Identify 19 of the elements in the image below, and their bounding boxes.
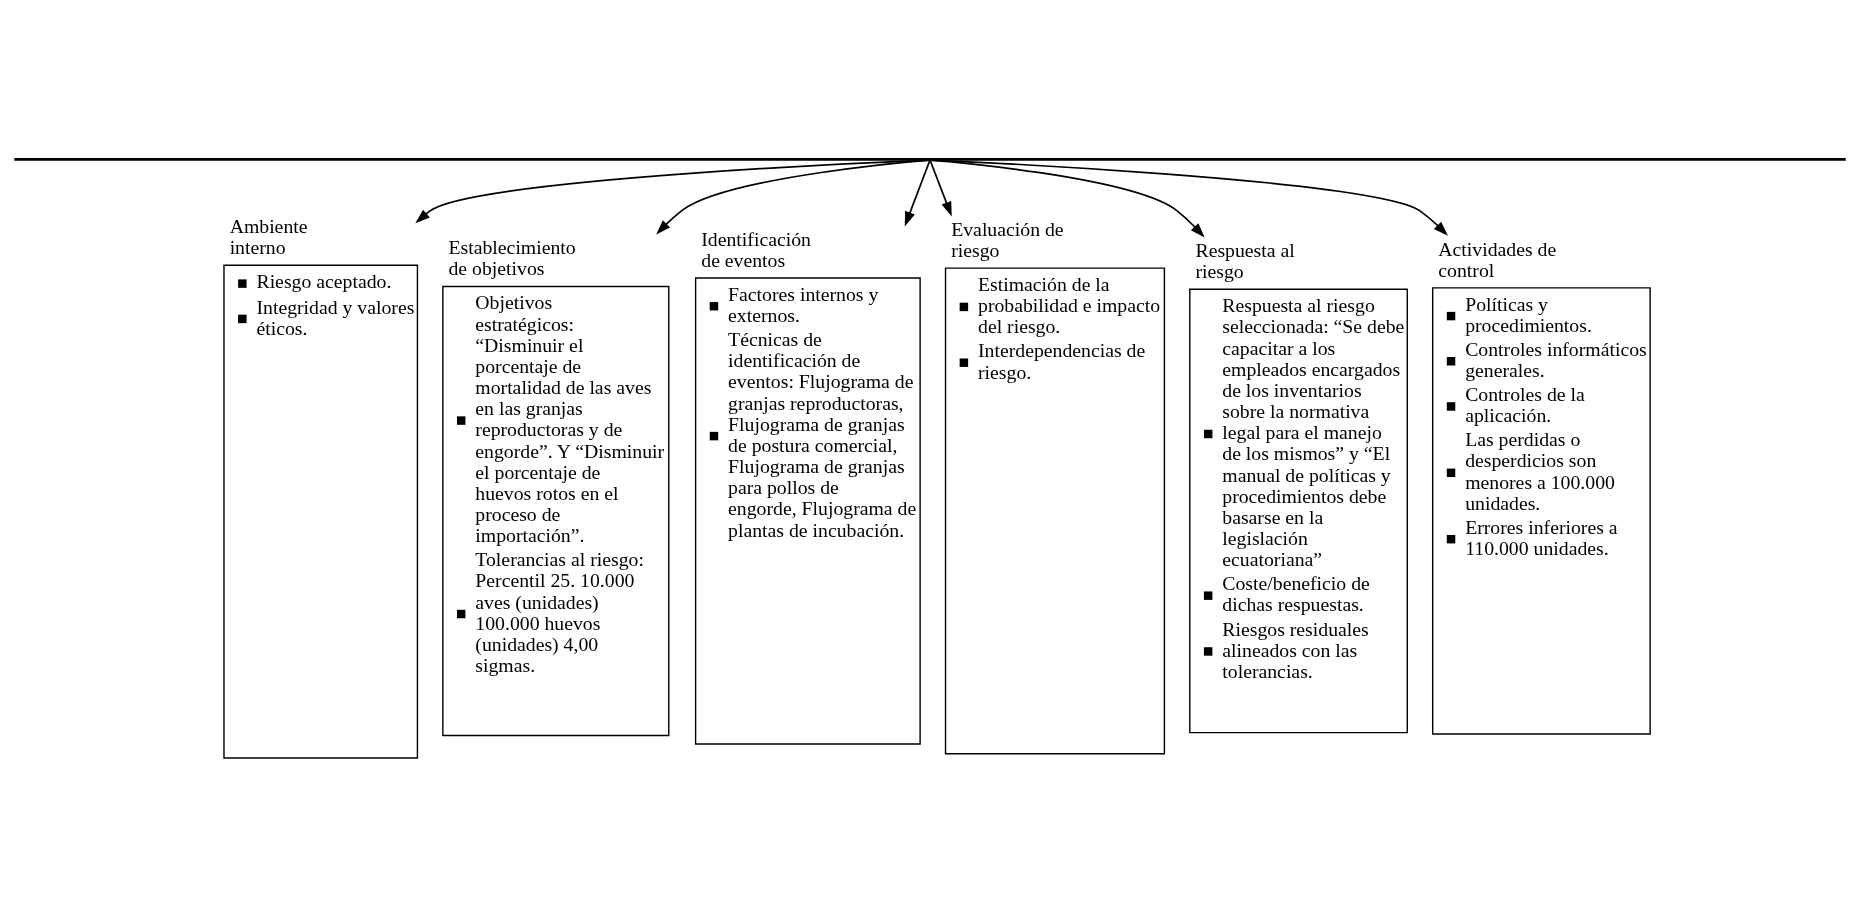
arrow [904, 159, 931, 227]
arrow [415, 159, 931, 224]
node-bar [14, 157, 1846, 161]
node-label: Ambiente interno [229, 215, 308, 259]
node-box: Políticas y procedimientos. Controles informáticos generales. Controles de la aplicación. Las perdidas o desperdicios son menores a 100.000 unidades. Errores inferiores a 110.000 unidades. [1432, 287, 1651, 735]
node-box: Factores internos y externos. Técnicas de identificación de eventos: Flujograma de granjas reproductoras, Flujograma de granjas de postura comercial, Flujograma de granjas para pollos de engorde, Flujograma de plantas de incubación. [694, 277, 921, 745]
node-box: Respuesta al riesgo seleccionada: “Se debe capacitar a los empleados encargados de los inventarios sobre la normativa legal para el manejo de los mismos” y “El manual de políticas y procedimientos debe basarse en la legislación ecuatoriana” Coste/beneficio de dichas respuestas. Riesgos residuales alineados con las tolerancias. [1189, 288, 1408, 734]
node-label: Identificación de eventos [701, 227, 811, 271]
node-box: Estimación de la probabilidad e impacto del riesgo. Interdependencias de riesgo. [944, 267, 1166, 755]
node-label: Establecimiento de objetivos [448, 236, 576, 280]
node-label: Respuesta al riesgo [1195, 239, 1295, 283]
arrow [929, 159, 1448, 236]
node-label: Actividades de control [1438, 237, 1557, 281]
node-box: Riesgo aceptado. Integridad y valores éticos. [223, 264, 419, 759]
arrow [929, 159, 1205, 238]
node-label: Evaluación de riesgo [951, 217, 1064, 262]
arrow [929, 159, 952, 217]
node-box: Objetivos estratégicos: “Disminuir el porcentaje de mortalidad de las aves en las granjas reproductoras y de engorde”. Y “Disminuir el porcentaje de huevos rotos en el proceso de importación”. Tolerancias al riesgo: Percentil 25. 10.000 aves (unidades) 100.000 huevos (unidades) 4,00 sigmas. [442, 285, 670, 737]
arrow [656, 159, 931, 235]
